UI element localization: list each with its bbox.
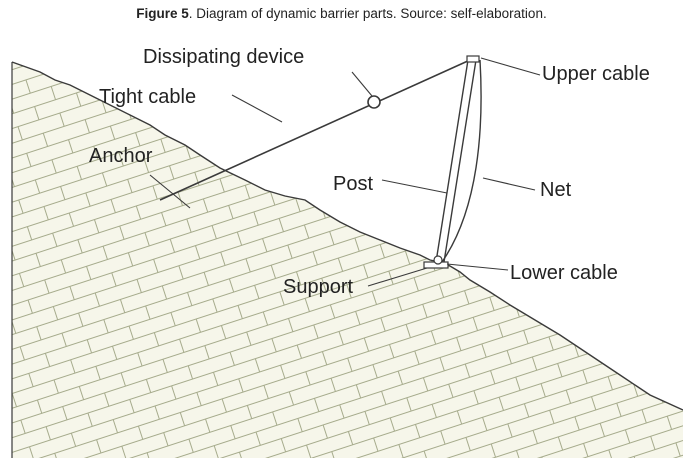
label-net: Net (540, 179, 572, 201)
leader-lines (149, 57, 541, 287)
label-upper-cable: Upper cable (542, 63, 650, 85)
caption-text: . Diagram of dynamic barrier parts. Sour… (188, 6, 547, 21)
figure-caption: Figure 5. Diagram of dynamic barrier par… (0, 6, 683, 21)
label-dissipating-device: Dissipating device (143, 46, 304, 68)
tight-cable-line (159, 59, 471, 201)
figure-number: Figure 5 (136, 6, 189, 21)
net-curve (441, 59, 482, 263)
label-support: Support (283, 276, 353, 298)
label-tight-cable: Tight cable (99, 86, 196, 108)
label-anchor: Anchor (89, 145, 153, 167)
support-base (423, 255, 449, 269)
post (435, 55, 480, 263)
label-post: Post (333, 173, 373, 195)
label-lower-cable: Lower cable (510, 262, 618, 284)
dissipating-device-ring (367, 95, 381, 109)
